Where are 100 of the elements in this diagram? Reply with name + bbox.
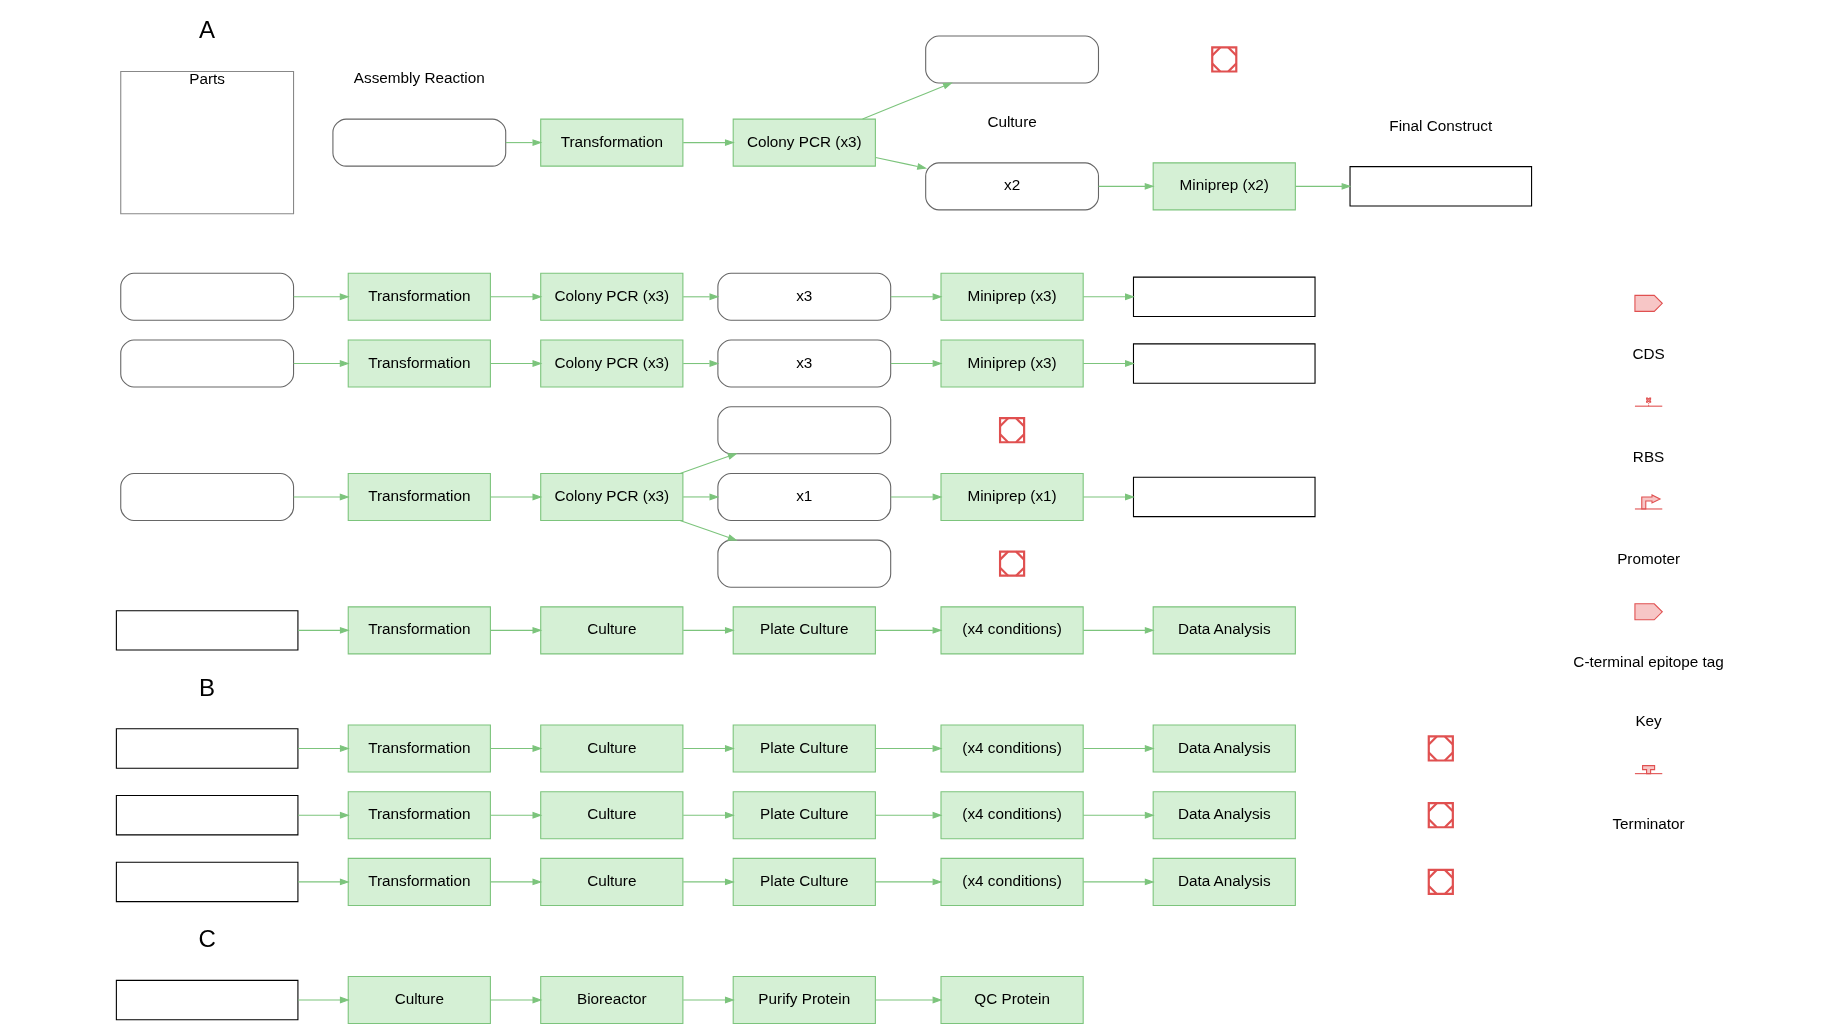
arrow bbox=[297, 878, 350, 886]
arrow bbox=[682, 293, 719, 301]
node-box: Plate Culture bbox=[732, 791, 876, 840]
node-box: Parts bbox=[119, 70, 294, 215]
node-box: (x4 conditions) bbox=[939, 791, 1084, 840]
node-plasmid bbox=[115, 610, 298, 651]
arrow bbox=[1082, 626, 1155, 634]
node-box: Transformation bbox=[347, 339, 491, 388]
node-box: Data Analysis bbox=[1152, 606, 1296, 655]
arrow bbox=[682, 878, 735, 886]
label: B bbox=[198, 673, 215, 701]
arrow bbox=[1082, 493, 1135, 501]
legend-label: CDS bbox=[1631, 344, 1665, 362]
arrow bbox=[292, 360, 350, 367]
node-plasmid bbox=[115, 794, 298, 836]
node-box bbox=[331, 118, 506, 167]
node-box bbox=[716, 406, 891, 455]
arrow bbox=[889, 360, 942, 367]
arrow bbox=[682, 493, 719, 501]
label: A bbox=[198, 16, 215, 44]
node-box: Transformation bbox=[347, 472, 491, 521]
arrow bbox=[682, 996, 735, 1004]
arrow bbox=[874, 996, 942, 1004]
node-box: Miniprep (x3) bbox=[939, 272, 1084, 321]
label: C bbox=[197, 925, 216, 953]
legend-label: C-terminal epitope tag bbox=[1572, 653, 1724, 671]
node-box: x2 bbox=[924, 162, 1099, 211]
node-box: Colony PCR (x3) bbox=[539, 272, 683, 321]
arrow bbox=[889, 293, 942, 301]
node-box: Transformation bbox=[347, 606, 491, 655]
arrow bbox=[297, 811, 350, 819]
arrow bbox=[297, 745, 350, 752]
node-box: Culture bbox=[539, 606, 683, 655]
node-plasmid bbox=[115, 728, 298, 769]
node-box: Miniprep (x2) bbox=[1152, 162, 1296, 211]
arrow bbox=[297, 626, 350, 634]
arrow bbox=[489, 996, 542, 1004]
arrow bbox=[292, 493, 350, 501]
arrow bbox=[292, 293, 350, 301]
node-box: Plate Culture bbox=[732, 857, 876, 906]
node-box: Miniprep (x3) bbox=[939, 339, 1084, 388]
arrow bbox=[682, 360, 719, 367]
node-box: Bioreactor bbox=[539, 975, 683, 1025]
node-box: Data Analysis bbox=[1152, 791, 1296, 840]
arrow bbox=[489, 493, 542, 501]
arrow bbox=[682, 626, 735, 634]
node-plasmid bbox=[1132, 276, 1316, 318]
node-box: Plate Culture bbox=[732, 606, 876, 655]
arrow bbox=[489, 360, 542, 367]
arrow bbox=[1097, 182, 1155, 190]
label: Assembly Reaction bbox=[353, 69, 485, 87]
arrow bbox=[489, 626, 542, 634]
node-box bbox=[119, 272, 294, 321]
arrow bbox=[1082, 293, 1135, 301]
node-plasmid bbox=[1349, 166, 1532, 207]
node-box bbox=[924, 35, 1099, 84]
node-box: Culture bbox=[539, 791, 683, 840]
arrow bbox=[1082, 745, 1155, 752]
arrow bbox=[678, 519, 738, 541]
node-plasmid bbox=[115, 979, 298, 1021]
arrow bbox=[489, 811, 542, 819]
node-box: Transformation bbox=[347, 791, 491, 840]
arrow bbox=[1082, 878, 1155, 886]
node-box: (x4 conditions) bbox=[939, 724, 1084, 773]
node-box: Transformation bbox=[347, 724, 491, 773]
node-plasmid bbox=[115, 861, 298, 903]
arrow bbox=[1082, 811, 1155, 819]
node-box: Transformation bbox=[539, 118, 683, 167]
node-box: QC Protein bbox=[939, 975, 1084, 1025]
node-box: Transformation bbox=[347, 857, 491, 906]
arrow bbox=[861, 82, 953, 120]
arrow bbox=[489, 293, 542, 301]
node-plasmid bbox=[1132, 476, 1316, 518]
label: Final Construct bbox=[1388, 117, 1492, 135]
arrow bbox=[504, 139, 542, 147]
label: Key bbox=[1634, 712, 1662, 730]
arrow bbox=[682, 139, 735, 147]
arrow bbox=[874, 626, 942, 634]
arrow bbox=[1294, 182, 1351, 190]
arrow bbox=[874, 878, 942, 886]
arrow bbox=[874, 745, 942, 752]
node-box: Colony PCR (x3) bbox=[539, 339, 683, 388]
arrow bbox=[489, 878, 542, 886]
arrow bbox=[678, 453, 738, 474]
node-plasmid bbox=[1132, 343, 1316, 384]
legend-label: RBS bbox=[1632, 447, 1664, 465]
node-box bbox=[119, 339, 294, 388]
arrow bbox=[874, 811, 942, 819]
node-box: Transformation bbox=[347, 272, 491, 321]
node-box: (x4 conditions) bbox=[939, 606, 1084, 655]
node-box: Culture bbox=[539, 857, 683, 906]
arrow bbox=[682, 811, 735, 819]
node-box: Purify Protein bbox=[732, 975, 876, 1025]
arrow bbox=[682, 745, 735, 752]
legend-label: Terminator bbox=[1611, 815, 1685, 833]
node-box: Colony PCR (x3) bbox=[539, 472, 683, 521]
arrow bbox=[489, 745, 542, 752]
arrow bbox=[874, 157, 927, 170]
node-box: Data Analysis bbox=[1152, 724, 1296, 773]
node-box bbox=[716, 539, 891, 588]
